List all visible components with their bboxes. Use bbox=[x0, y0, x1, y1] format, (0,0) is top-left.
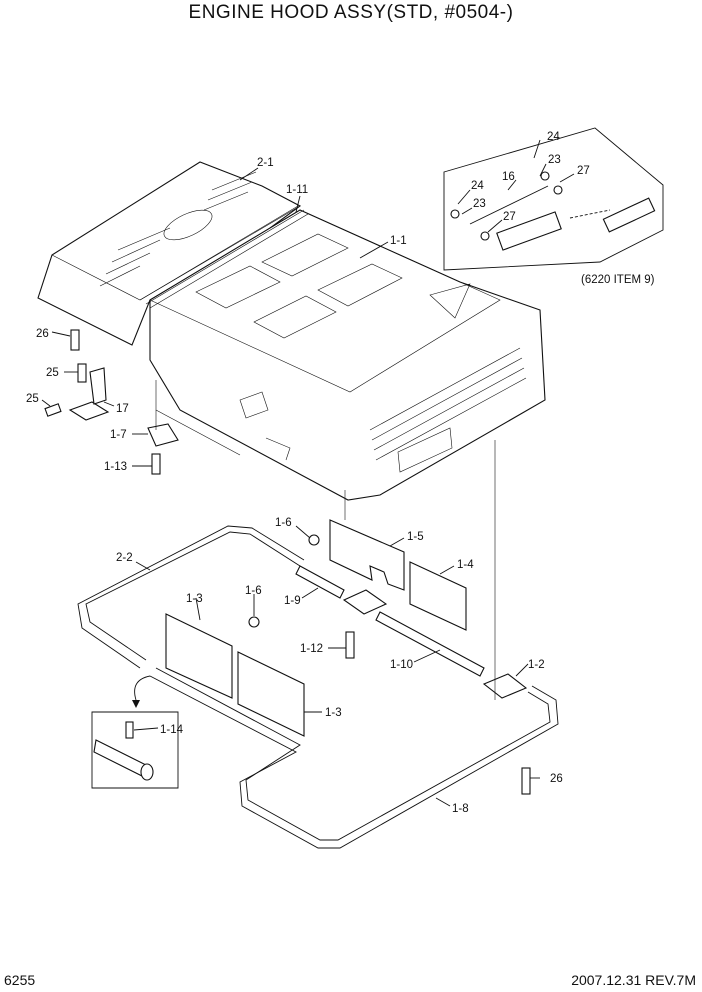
detail-box-gas-stay bbox=[443, 127, 664, 271]
bolt-26-upper bbox=[70, 329, 80, 351]
callout-25-upper: 25 bbox=[46, 367, 59, 379]
pad-1-3-right bbox=[237, 651, 305, 737]
callout-1-12: 1-12 bbox=[300, 643, 323, 655]
callout-27-lower: 27 bbox=[503, 211, 516, 223]
callout-23-lower: 23 bbox=[473, 198, 486, 210]
pad-1-5 bbox=[329, 519, 405, 591]
detail-box-1-14 bbox=[91, 675, 179, 789]
bolt-25-lower bbox=[44, 403, 62, 417]
callout-16: 16 bbox=[502, 171, 515, 183]
frame-pipe-1-8 bbox=[149, 667, 559, 849]
clip-1-6-lower bbox=[248, 616, 260, 628]
pad-1-3-left bbox=[165, 613, 233, 699]
callout-2-2: 2-2 bbox=[116, 552, 133, 564]
clip-1-6-upper bbox=[308, 534, 320, 546]
callout-1-13: 1-13 bbox=[104, 461, 127, 473]
callout-1-3-upper: 1-3 bbox=[186, 593, 203, 605]
callout-1-1: 1-1 bbox=[390, 235, 407, 247]
callout-1-2: 1-2 bbox=[528, 659, 545, 671]
callout-26-lower: 26 bbox=[550, 773, 563, 785]
reference-note: (6220 ITEM 9) bbox=[581, 274, 655, 286]
callout-1-6-upper: 1-6 bbox=[275, 517, 292, 529]
bolt-26-lower bbox=[521, 767, 531, 795]
callout-1-4: 1-4 bbox=[457, 559, 474, 571]
frame-pipe-2-2 bbox=[77, 525, 305, 669]
hinge-1-5-left bbox=[342, 589, 388, 615]
callout-1-8: 1-8 bbox=[452, 803, 469, 815]
callout-1-5: 1-5 bbox=[407, 531, 424, 543]
hood-strip-1-11 bbox=[139, 205, 309, 309]
callout-1-14: 1-14 bbox=[160, 724, 184, 736]
bolt-1-12 bbox=[345, 631, 355, 659]
callout-26-upper: 26 bbox=[36, 328, 49, 340]
callout-1-10: 1-10 bbox=[390, 659, 413, 671]
bolt-1-13 bbox=[151, 453, 161, 475]
callout-24-lower: 24 bbox=[471, 180, 484, 192]
block-1-7 bbox=[147, 423, 179, 447]
callout-1-3-lower: 1-3 bbox=[325, 707, 342, 719]
page-number: 6255 bbox=[4, 972, 36, 988]
diagram-title: ENGINE HOOD ASSY(STD, #0504-) bbox=[188, 2, 514, 23]
callout-27-upper: 27 bbox=[577, 165, 590, 177]
callout-2-1: 2-1 bbox=[257, 157, 274, 169]
callout-23-upper: 23 bbox=[548, 154, 561, 166]
bar-1-10 bbox=[375, 611, 485, 677]
pad-1-4 bbox=[409, 561, 467, 631]
callout-17: 17 bbox=[116, 403, 129, 415]
hood-main-cover-1-1 bbox=[149, 209, 546, 501]
callout-1-7: 1-7 bbox=[110, 429, 127, 441]
guide-lines bbox=[155, 380, 496, 700]
bar-1-9 bbox=[295, 565, 345, 599]
callout-25-lower: 25 bbox=[26, 393, 39, 405]
hinge-1-2 bbox=[482, 673, 528, 699]
leader-lines bbox=[41, 139, 575, 807]
callout-1-6-lower: 1-6 bbox=[245, 585, 262, 597]
bolt-25-upper bbox=[77, 363, 87, 383]
revision-date: 2007.12.31 REV.7M bbox=[571, 972, 696, 988]
callout-24-upper: 24 bbox=[547, 131, 560, 143]
callout-1-9: 1-9 bbox=[284, 595, 301, 607]
latch-17 bbox=[68, 367, 110, 421]
callout-1-11: 1-11 bbox=[286, 184, 308, 196]
